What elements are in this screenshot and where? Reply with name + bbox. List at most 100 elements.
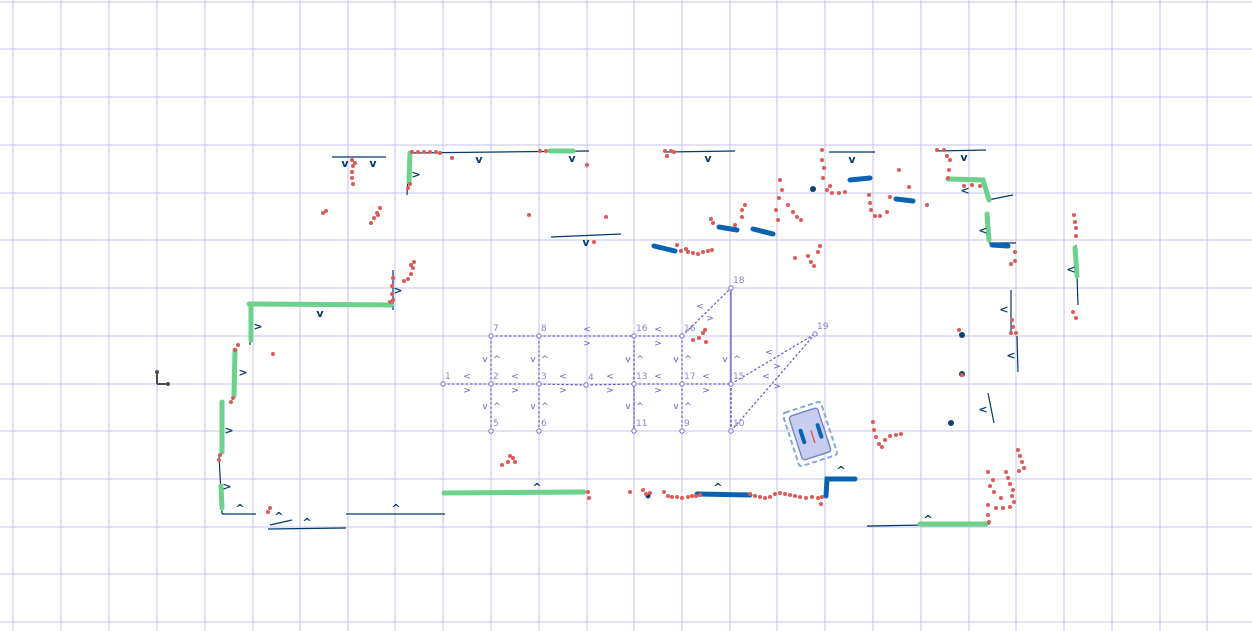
wall-direction-marker: > [222, 480, 231, 493]
nav-node-label: 19 [817, 322, 829, 332]
scan-point [231, 396, 235, 400]
scan-point [780, 188, 784, 192]
wall-line [987, 194, 1014, 201]
scan-point [1022, 466, 1026, 470]
scan-point [986, 470, 990, 474]
nav-node[interactable]: 5 [488, 419, 499, 434]
scan-point [957, 328, 961, 332]
edge-direction-arrow: ^ [733, 355, 741, 365]
nav-node-marker[interactable] [488, 381, 494, 387]
scan-point [592, 240, 596, 244]
scan-point [820, 148, 824, 152]
scan-point [888, 434, 892, 438]
edge-direction-arrow: > [773, 382, 781, 392]
nav-node-marker[interactable] [488, 333, 494, 339]
scan-point [843, 190, 847, 194]
scan-point [402, 279, 406, 283]
wall-line [1016, 335, 1019, 373]
nav-node[interactable]: 15 [728, 372, 745, 387]
scan-point [690, 494, 694, 498]
nav-node-marker[interactable] [728, 381, 734, 387]
origin-axes-icon [155, 370, 170, 386]
scan-point [697, 336, 701, 340]
nav-node-marker[interactable] [679, 428, 685, 434]
nav-node-marker[interactable] [536, 381, 542, 387]
nav-graph-nodes[interactable]: 1 2 3 4 5 6 7 8 9 10 11 13 15 16 17 18 19 16 [440, 276, 829, 434]
nav-node-marker[interactable] [728, 428, 734, 434]
nav-node-label: 5 [493, 419, 499, 429]
obstacle-segment [750, 226, 776, 237]
scan-point [585, 163, 589, 167]
nav-node[interactable]: 10 [728, 419, 745, 434]
scan-point [416, 150, 420, 154]
nav-node-marker[interactable] [728, 285, 734, 291]
wall-direction-marker: < [960, 184, 969, 197]
scan-point [390, 292, 394, 296]
scan-point [897, 168, 901, 172]
nav-node[interactable]: 16 [679, 324, 696, 339]
nav-node-marker[interactable] [583, 382, 589, 388]
nav-node[interactable]: 1 [440, 372, 451, 387]
nav-node[interactable]: 11 [631, 419, 648, 434]
obstacle-segment [716, 224, 740, 233]
nav-node-label: 16 [636, 324, 648, 334]
wall-direction-marker: > [253, 320, 262, 333]
nav-node-marker[interactable] [536, 333, 542, 339]
nav-node-label: 18 [733, 276, 745, 286]
nav-node[interactable]: 19 [812, 322, 829, 337]
nav-node-marker[interactable] [631, 381, 637, 387]
scan-point [1072, 213, 1076, 217]
nav-node[interactable]: 13 [631, 372, 648, 387]
scan-point [434, 150, 438, 154]
scan-point [218, 453, 222, 457]
scan-point [350, 176, 354, 180]
scan-point [994, 506, 998, 510]
scan-point [422, 150, 426, 154]
scan-point [988, 484, 992, 488]
nav-node[interactable]: 9 [679, 419, 690, 434]
scan-point [696, 252, 700, 256]
nav-node-marker[interactable] [536, 428, 542, 434]
nav-node-label: 9 [684, 419, 690, 429]
nav-node[interactable]: 18 [728, 276, 745, 291]
scan-point [825, 188, 829, 192]
wall-line [550, 233, 622, 238]
scan-point [694, 494, 698, 498]
scan-point [793, 494, 797, 498]
wall-direction-marker: < [978, 224, 987, 237]
scan-point [701, 250, 705, 254]
scan-point [691, 338, 695, 342]
nav-node-marker[interactable] [488, 428, 494, 434]
nav-node[interactable]: 2 [488, 372, 499, 387]
nav-node[interactable]: 7 [488, 324, 499, 339]
scan-point [837, 191, 841, 195]
nav-graph-edge-arrows: <><><><><><><><>v^v^v^v^v^v^v^v^v^<><><> [463, 302, 781, 412]
nav-node-marker[interactable] [440, 381, 446, 387]
nav-node-marker[interactable] [631, 333, 637, 339]
scan-point [217, 458, 221, 462]
robot-icon[interactable] [782, 400, 838, 468]
nav-node-marker[interactable] [679, 333, 685, 339]
scan-point [869, 208, 873, 212]
nav-node[interactable]: 3 [536, 372, 547, 387]
robot-wheel-left [798, 428, 807, 445]
scan-point [894, 433, 898, 437]
nav-node-marker[interactable] [631, 428, 637, 434]
scan-point [1008, 505, 1012, 509]
scan-point [907, 185, 911, 189]
scan-point [880, 445, 884, 449]
edge-direction-arrow: v [673, 355, 679, 365]
nav-node-marker[interactable] [679, 381, 685, 387]
nav-node-label: 2 [493, 372, 499, 382]
scan-point [378, 206, 382, 210]
nav-node[interactable]: 16 [631, 324, 648, 339]
nav-node-marker[interactable] [812, 331, 818, 337]
nav-node[interactable]: 17 [679, 372, 696, 387]
landmark-dot [959, 332, 965, 338]
nav-node[interactable]: 4 [583, 373, 594, 388]
edge-direction-arrow: < [696, 302, 704, 312]
nav-node[interactable]: 6 [536, 419, 547, 434]
nav-node[interactable]: 8 [536, 324, 547, 339]
scan-point [820, 495, 824, 499]
